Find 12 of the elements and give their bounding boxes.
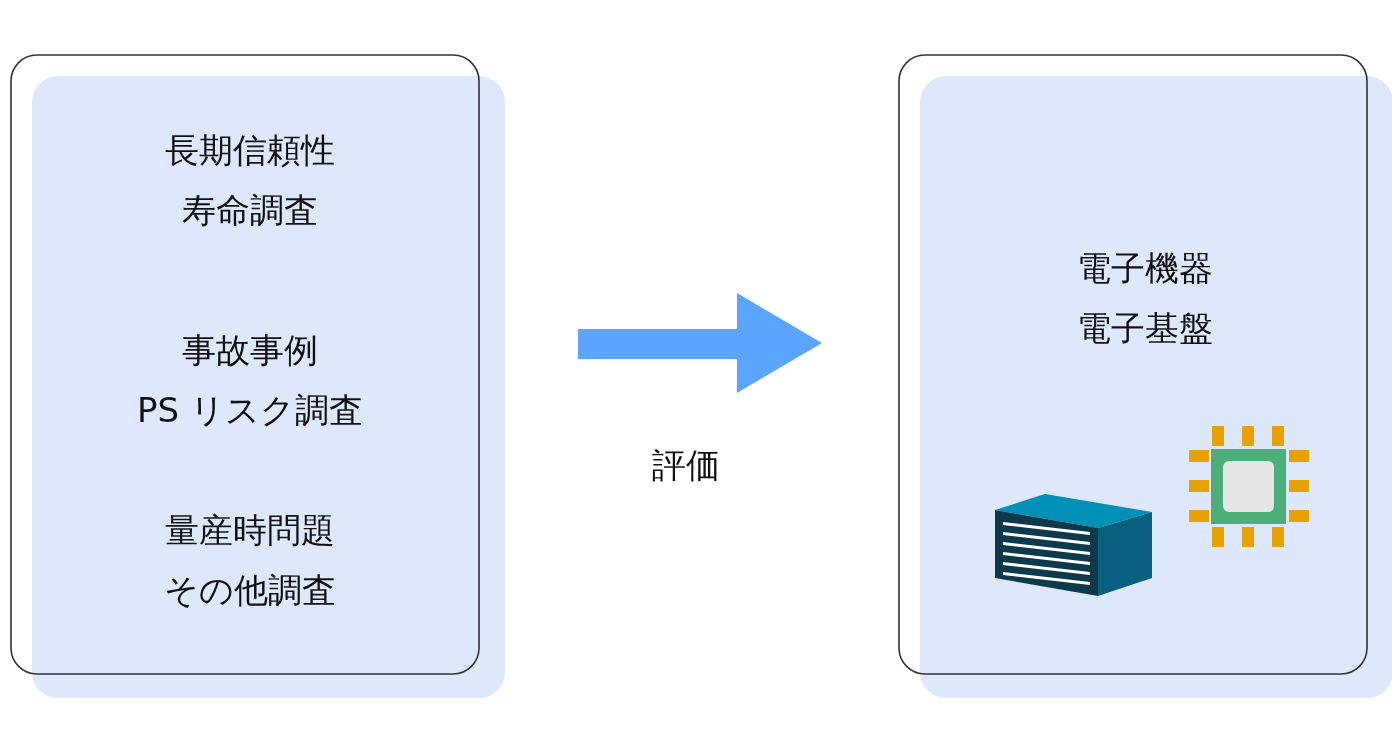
edge-label: 評価 <box>652 448 720 482</box>
item-label: 長期信頼性 <box>165 133 335 167</box>
item-label: 寿命調査 <box>182 193 318 227</box>
panel-box <box>10 54 505 698</box>
item-label: 事故事例 <box>182 333 318 367</box>
item-label: その他調査 <box>164 573 336 607</box>
item-label: 量産時問題 <box>165 513 335 547</box>
item-label: 電子機器 <box>1077 251 1213 285</box>
item-label: PS リスク調査 <box>137 393 363 427</box>
block-arrow <box>578 293 822 393</box>
panel-box <box>898 54 1392 698</box>
item-label: 電子基盤 <box>1077 311 1213 345</box>
